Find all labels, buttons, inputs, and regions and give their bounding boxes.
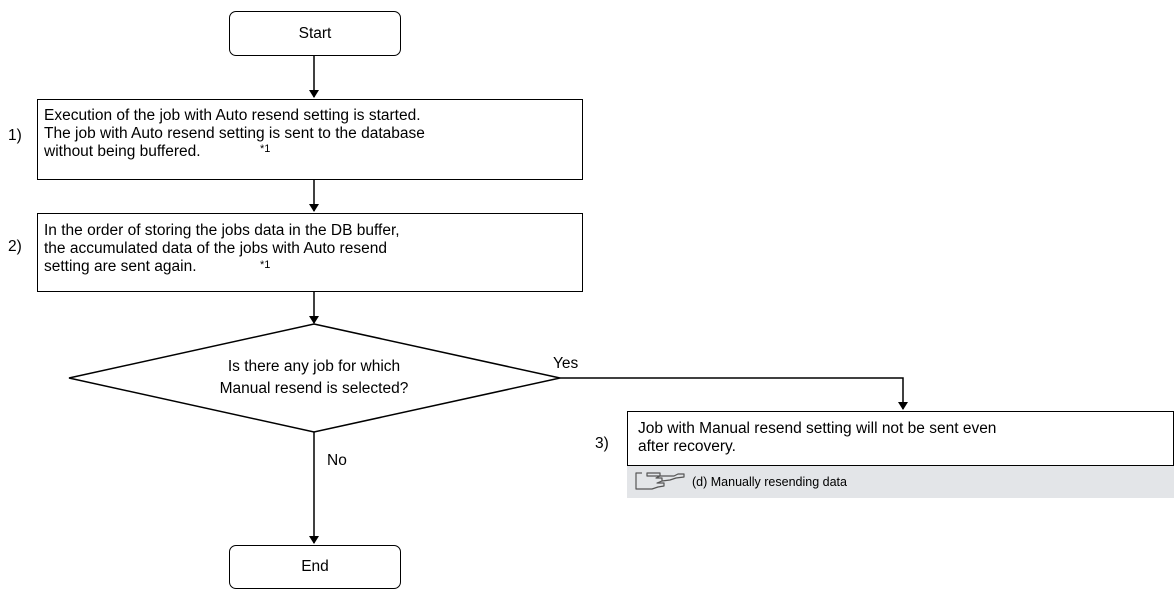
reference-bar: (d) Manually resending data (627, 466, 1174, 498)
no-label: No (327, 452, 347, 469)
step2-footnote: *1 (260, 259, 271, 271)
decision-line2: Manual resend is selected? (219, 380, 409, 397)
step2-number: 2) (8, 238, 22, 255)
step3-line1: Job with Manual resend setting will not … (638, 420, 997, 437)
reference-link[interactable]: (d) Manually resending data (692, 475, 847, 489)
step1-footnote: *1 (260, 143, 271, 155)
step1-box: Execution of the job with Auto resend se… (37, 99, 583, 180)
step2-line3: setting are sent again. (44, 258, 197, 275)
arrow-yes-branch (560, 377, 908, 410)
step3-box: Job with Manual resend setting will not … (627, 411, 1174, 466)
step1-line2: The job with Auto resend setting is sent… (44, 125, 425, 142)
yes-label: Yes (553, 355, 579, 372)
step3-number: 3) (595, 435, 609, 452)
step1-line1: Execution of the job with Auto resend se… (44, 107, 421, 124)
start-terminal: Start (229, 11, 401, 56)
step2-line1: In the order of storing the jobs data in… (44, 222, 400, 239)
end-terminal: End (229, 545, 401, 589)
start-label: Start (298, 24, 332, 42)
end-label: End (301, 558, 329, 575)
step1-line3: without being buffered. (44, 143, 201, 160)
step3-line2: after recovery. (638, 438, 736, 455)
decision-question: Is there any job for which Manual resend… (164, 356, 464, 400)
decision-line1: Is there any job for which (227, 358, 401, 375)
step2-line2: the accumulated data of the jobs with Au… (44, 240, 387, 257)
pointing-hand-icon (634, 470, 690, 497)
step1-number: 1) (8, 127, 22, 144)
step2-box: In the order of storing the jobs data in… (37, 213, 583, 292)
